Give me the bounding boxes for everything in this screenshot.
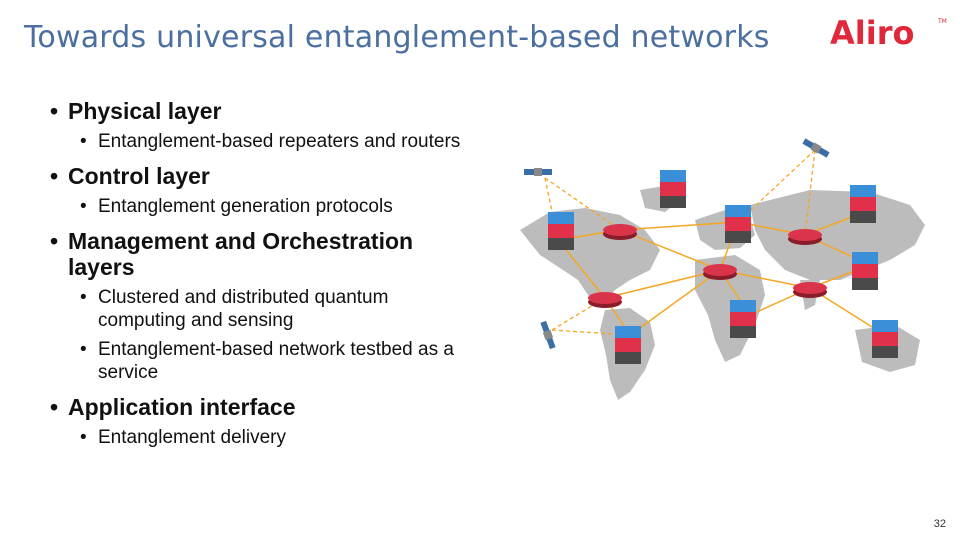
sub-bullet: Entanglement delivery (80, 426, 470, 449)
sub-bullet-list: Entanglement-based repeaters and routers (50, 130, 470, 153)
sub-bullet-list: Entanglement generation protocols (50, 195, 470, 218)
sub-bullet-list: Entanglement delivery (50, 426, 470, 449)
bullet-heading: Application interface (50, 394, 470, 420)
bullet-heading: Management and Orchestration layers (50, 228, 470, 280)
router-icon (793, 282, 827, 298)
server-node-icon (872, 320, 898, 358)
north-america-shape (520, 208, 660, 302)
server-node-icon (725, 205, 751, 243)
router-icon (703, 264, 737, 280)
router-icon (788, 229, 822, 245)
server-node-icon (615, 326, 641, 364)
aliro-logo: Aliro TM (830, 14, 947, 50)
page-title: Towards universal entanglement-based net… (24, 20, 770, 55)
bullet-heading: Control layer (50, 163, 470, 189)
satellite-icon (802, 138, 830, 158)
bullet-list-container: Physical layer Entanglement-based repeat… (50, 98, 470, 459)
server-node-icon (730, 300, 756, 338)
bullet-heading: Physical layer (50, 98, 470, 124)
satellite-icon (524, 168, 552, 176)
sub-bullet: Clustered and distributed quantum comput… (80, 286, 470, 332)
server-node-icon (852, 252, 878, 290)
logo-trademark: TM (937, 18, 947, 25)
sub-bullet: Entanglement-based network testbed as a … (80, 338, 470, 384)
router-icon (588, 292, 622, 308)
server-node-icon (850, 185, 876, 223)
server-node-icon (660, 170, 686, 208)
sub-bullet: Entanglement generation protocols (80, 195, 470, 218)
bullet-application-interface: Application interface Entanglement deliv… (50, 394, 470, 449)
sub-bullet: Entanglement-based repeaters and routers (80, 130, 470, 153)
logo-text: Aliro (830, 14, 914, 50)
world-network-illustration (520, 138, 925, 400)
server-node-icon (548, 212, 574, 250)
bullet-physical-layer: Physical layer Entanglement-based repeat… (50, 98, 470, 153)
page-number: 32 (933, 518, 946, 530)
bullet-management-orchestration: Management and Orchestration layers Clus… (50, 228, 470, 384)
asia-shape (750, 190, 925, 280)
bullet-list: Physical layer Entanglement-based repeat… (50, 98, 470, 449)
satellite-icon (540, 320, 556, 350)
sub-bullet-list: Clustered and distributed quantum comput… (50, 286, 470, 384)
router-icon (603, 224, 637, 240)
bullet-control-layer: Control layer Entanglement generation pr… (50, 163, 470, 218)
